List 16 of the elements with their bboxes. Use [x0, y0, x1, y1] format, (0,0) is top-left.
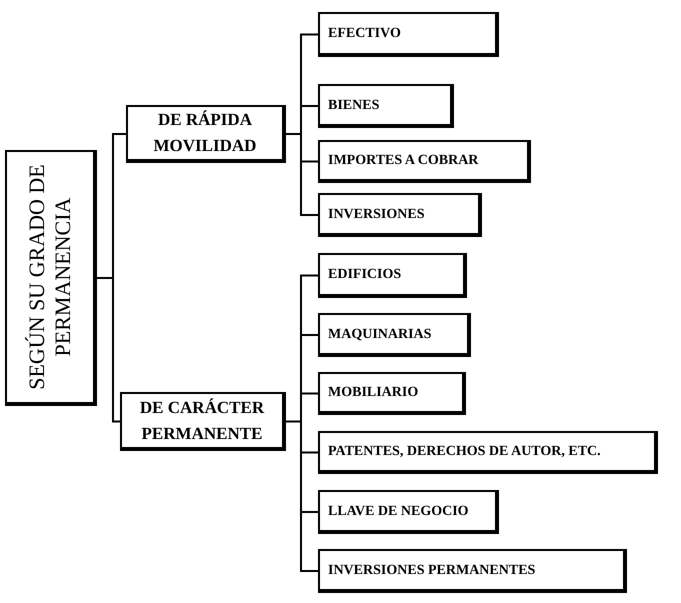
category-box: DE CARÁCTER PERMANENTE — [120, 392, 286, 451]
connector-line — [97, 277, 120, 422]
item-box: MOBILIARIO — [318, 372, 466, 415]
item-box: MAQUINARIAS — [318, 313, 471, 357]
item-box: INVERSIONES — [318, 193, 482, 237]
item-box: BIENES — [318, 84, 454, 128]
item-box: PATENTES, DERECHOS DE AUTOR, ETC. — [318, 431, 658, 474]
item-box: LLAVE DE NEGOCIO — [318, 490, 499, 534]
item-box: EFECTIVO — [318, 12, 499, 57]
item-box: EDIFICIOS — [318, 253, 467, 298]
item-box: INVERSIONES PERMANENTES — [318, 549, 627, 593]
item-box: IMPORTES A COBRAR — [318, 140, 531, 183]
root-label: SEGÚN SU GRADO DE PERMANENCIA — [24, 163, 76, 392]
category-box: DE RÁPIDA MOVILIDAD — [126, 105, 286, 163]
root-box — [5, 150, 97, 406]
connector-line — [286, 420, 318, 572]
